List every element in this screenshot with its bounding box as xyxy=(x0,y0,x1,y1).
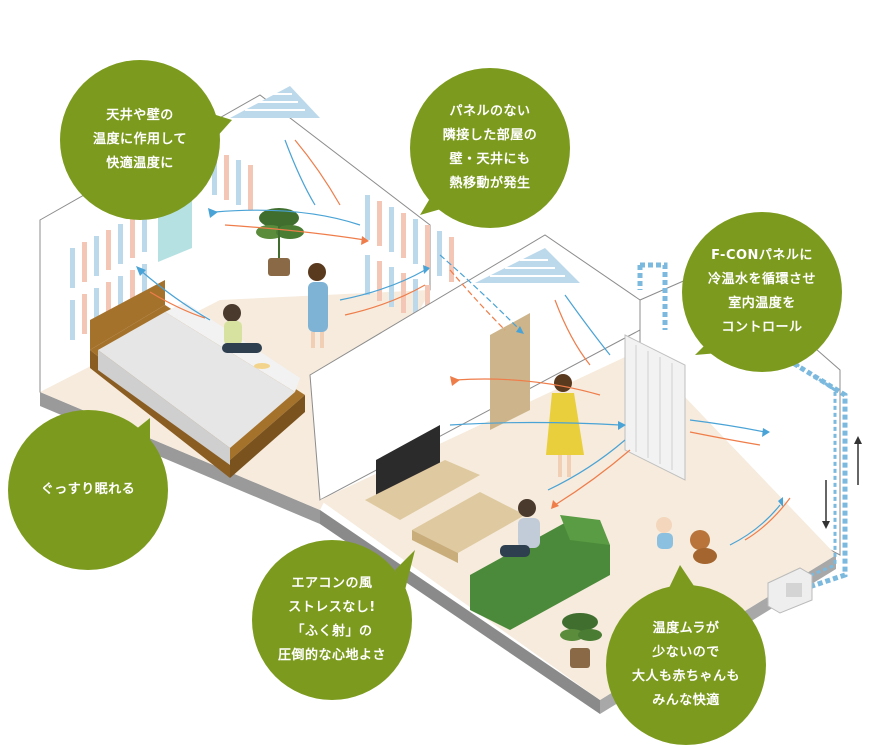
wall-stripe xyxy=(401,213,406,258)
wall-stripe xyxy=(118,276,123,316)
wall-stripe xyxy=(142,264,147,304)
wall-stripe xyxy=(389,207,394,252)
wall-stripe xyxy=(94,288,99,328)
sofa xyxy=(470,515,610,630)
wall-stripe xyxy=(248,165,253,210)
callout-adjacent-room: パネルのない 隣接した部屋の 壁・天井にも 熱移動が発生 xyxy=(442,104,538,191)
baby xyxy=(656,517,673,549)
wall-stripe xyxy=(130,270,135,310)
wall-stripe xyxy=(437,231,442,276)
plant-living xyxy=(560,613,602,668)
wall-stripe xyxy=(377,201,382,246)
wall-stripe xyxy=(449,237,454,282)
callout-no-draft: エアコンの風 ストレスなし! 「ふく射」の 圧倒的な心地よさ xyxy=(277,576,386,663)
person-standing-bedroom xyxy=(308,263,328,348)
person-standing-living xyxy=(546,374,584,477)
wall-stripe xyxy=(106,230,111,270)
dog xyxy=(690,530,717,564)
bubble-ceiling-wall xyxy=(60,60,220,220)
callout-sleep: ぐっすり眠れる xyxy=(40,482,136,497)
wall-stripe xyxy=(106,282,111,322)
wall-stripe xyxy=(212,150,217,195)
bubble-sleep xyxy=(8,410,168,570)
bedroom xyxy=(39,86,802,510)
bubble-even-temp xyxy=(606,585,766,745)
water-pipes xyxy=(637,262,862,593)
wall-stripe xyxy=(70,300,75,340)
callout-even-temp: 温度ムラが 少ないので 大人も赤ちゃんも みんな快適 xyxy=(631,621,740,708)
ceiling-panel-bedroom xyxy=(230,86,320,118)
living-door xyxy=(490,313,530,430)
wall-stripe xyxy=(425,225,430,270)
heat-source-unit xyxy=(767,567,813,614)
bed xyxy=(90,280,305,478)
coffee-table xyxy=(412,492,525,563)
wall-stripe xyxy=(118,224,123,264)
callout-bubbles xyxy=(8,60,842,745)
fcon-panel-unit xyxy=(624,334,686,481)
wall-stripe xyxy=(401,273,406,313)
callout-ceiling-wall: 天井や壁の 温度に作用して 快適温度に xyxy=(92,108,188,171)
radiant-heat-arrows xyxy=(136,139,791,546)
wall-stripe xyxy=(130,218,135,258)
bubble-adjacent-room xyxy=(410,68,570,228)
wall-stripe xyxy=(377,261,382,301)
wall-stripe xyxy=(70,248,75,288)
wall-stripe xyxy=(389,267,394,307)
wall-stripe xyxy=(365,195,370,240)
wall-stripe xyxy=(224,155,229,200)
person-sitting-bed xyxy=(222,304,270,369)
bubble-no-draft xyxy=(252,540,412,700)
wall-stripe xyxy=(94,236,99,276)
callout-fcon-panel: F-CONパネルに 冷温水を循環させ 室内温度を コントロール xyxy=(707,248,816,335)
wall-stripe xyxy=(413,219,418,264)
wall-stripe xyxy=(236,160,241,205)
bubble-fcon-panel xyxy=(682,212,842,372)
ceiling-panel-living xyxy=(475,248,580,283)
tv xyxy=(365,425,480,520)
wall-stripe xyxy=(142,212,147,252)
wall-stripe xyxy=(82,294,87,334)
wall-stripe xyxy=(82,242,87,282)
wall-stripe xyxy=(413,279,418,319)
person-on-sofa xyxy=(500,499,540,557)
wall-stripe xyxy=(365,255,370,295)
